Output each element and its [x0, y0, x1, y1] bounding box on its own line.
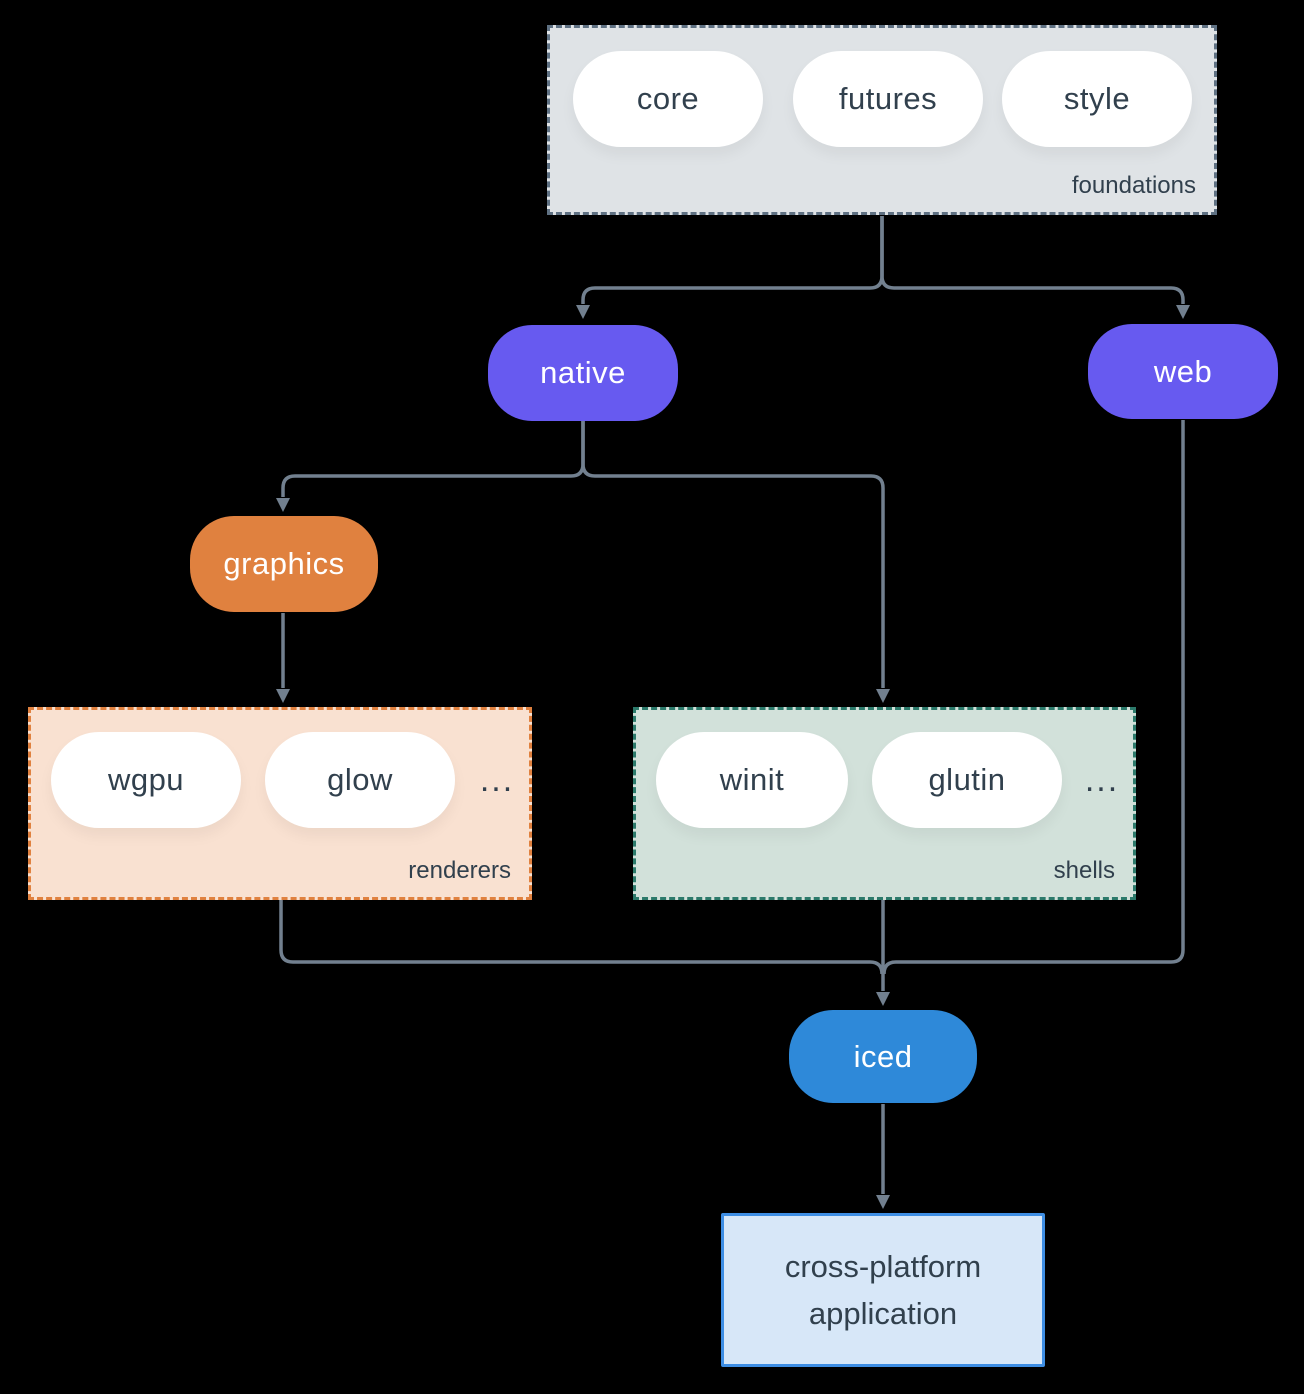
connector-web-merge	[882, 420, 1185, 975]
pill-winit: winit	[656, 732, 848, 828]
node-cross-platform-application: cross-platform application	[721, 1213, 1045, 1367]
connector-foundations-to-web	[880, 216, 1190, 319]
pill-glutin: glutin	[872, 732, 1062, 828]
renderers-group: wgpu glow ... renderers	[28, 707, 532, 900]
node-web: web	[1088, 324, 1278, 419]
shells-group: winit glutin ... shells	[633, 707, 1136, 900]
pill-core: core	[573, 51, 763, 147]
node-iced: iced	[789, 1010, 977, 1103]
connector-native-to-shells	[581, 421, 890, 703]
foundations-label: foundations	[1071, 172, 1196, 199]
node-graphics: graphics	[190, 516, 378, 612]
connector-foundations-to-native	[576, 216, 884, 319]
pill-futures: futures	[793, 51, 983, 147]
connector-native-to-graphics	[276, 421, 585, 512]
pill-wgpu: wgpu	[51, 732, 241, 828]
shells-ellipsis: ...	[1084, 760, 1120, 799]
pill-glow: glow	[265, 732, 455, 828]
shells-label: shells	[1053, 857, 1115, 884]
renderers-ellipsis: ...	[479, 760, 515, 799]
node-native: native	[488, 325, 678, 421]
pill-style: style	[1002, 51, 1192, 147]
connector-renderers-merge	[279, 900, 884, 975]
renderers-label: renderers	[408, 857, 511, 884]
foundations-group: core futures style foundations	[547, 25, 1217, 215]
